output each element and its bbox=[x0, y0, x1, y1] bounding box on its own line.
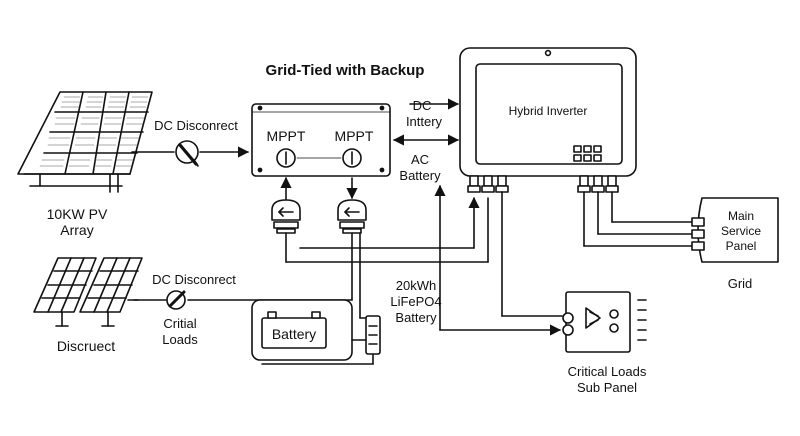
dc-link-label-line1: DC bbox=[412, 98, 432, 113]
critical-loads-small-line2: Loads bbox=[162, 332, 198, 347]
dc-disconnect-switch-bottom bbox=[166, 290, 186, 310]
dc-link-label-line2: Inttery bbox=[405, 114, 443, 129]
ac-battery-label-line2: Battery bbox=[399, 168, 441, 183]
battery-fuse bbox=[365, 315, 381, 365]
main-panel-label-line2: Service bbox=[720, 224, 761, 238]
pv-array-label-line2: Array bbox=[60, 222, 94, 238]
dc-disconnect-switch-top bbox=[175, 140, 199, 167]
optimizer-left bbox=[271, 199, 301, 234]
optimizer-right bbox=[337, 199, 367, 234]
mppt-left-label: MPPT bbox=[266, 128, 306, 144]
main-panel-label-line1: Main bbox=[727, 209, 754, 223]
battery-label: Battery bbox=[271, 326, 317, 342]
main-panel-label-line3: Panel bbox=[725, 239, 757, 253]
critical-panel-label-line2: Sub Panel bbox=[577, 380, 637, 395]
inverter-indicators bbox=[573, 145, 602, 162]
main-service-panel bbox=[691, 197, 779, 263]
battery-unit bbox=[251, 299, 353, 361]
pv-array-label-line1: 10KW PV bbox=[46, 206, 108, 222]
pv-array-panel bbox=[17, 91, 153, 193]
secondary-array-label: Discruect bbox=[56, 338, 116, 354]
dc-disconnect-top-label: DC Disconrect bbox=[154, 118, 238, 133]
mppt-box bbox=[251, 103, 391, 177]
critical-loads-small-line1: Critial bbox=[163, 316, 197, 331]
secondary-pv-array bbox=[33, 257, 143, 327]
inverter-label: Hybrid Inverter bbox=[508, 104, 588, 118]
critical-loads-sub-panel bbox=[562, 291, 647, 353]
hybrid-inverter bbox=[459, 47, 637, 193]
grid-label: Grid bbox=[727, 276, 753, 291]
diagram-title: Grid-Tied with Backup bbox=[265, 62, 425, 79]
battery-spec-line3: Battery bbox=[395, 310, 437, 325]
battery-spec-line2: LiFePO4 bbox=[390, 294, 442, 309]
dc-disconnect-bottom-label: DC Disconrect bbox=[152, 272, 236, 287]
mppt-right-label: MPPT bbox=[334, 128, 374, 144]
battery-spec-line1: 20kWh bbox=[395, 278, 437, 293]
ac-battery-label-line1: AC bbox=[410, 152, 430, 167]
critical-panel-label-line1: Critical Loads bbox=[567, 364, 647, 379]
